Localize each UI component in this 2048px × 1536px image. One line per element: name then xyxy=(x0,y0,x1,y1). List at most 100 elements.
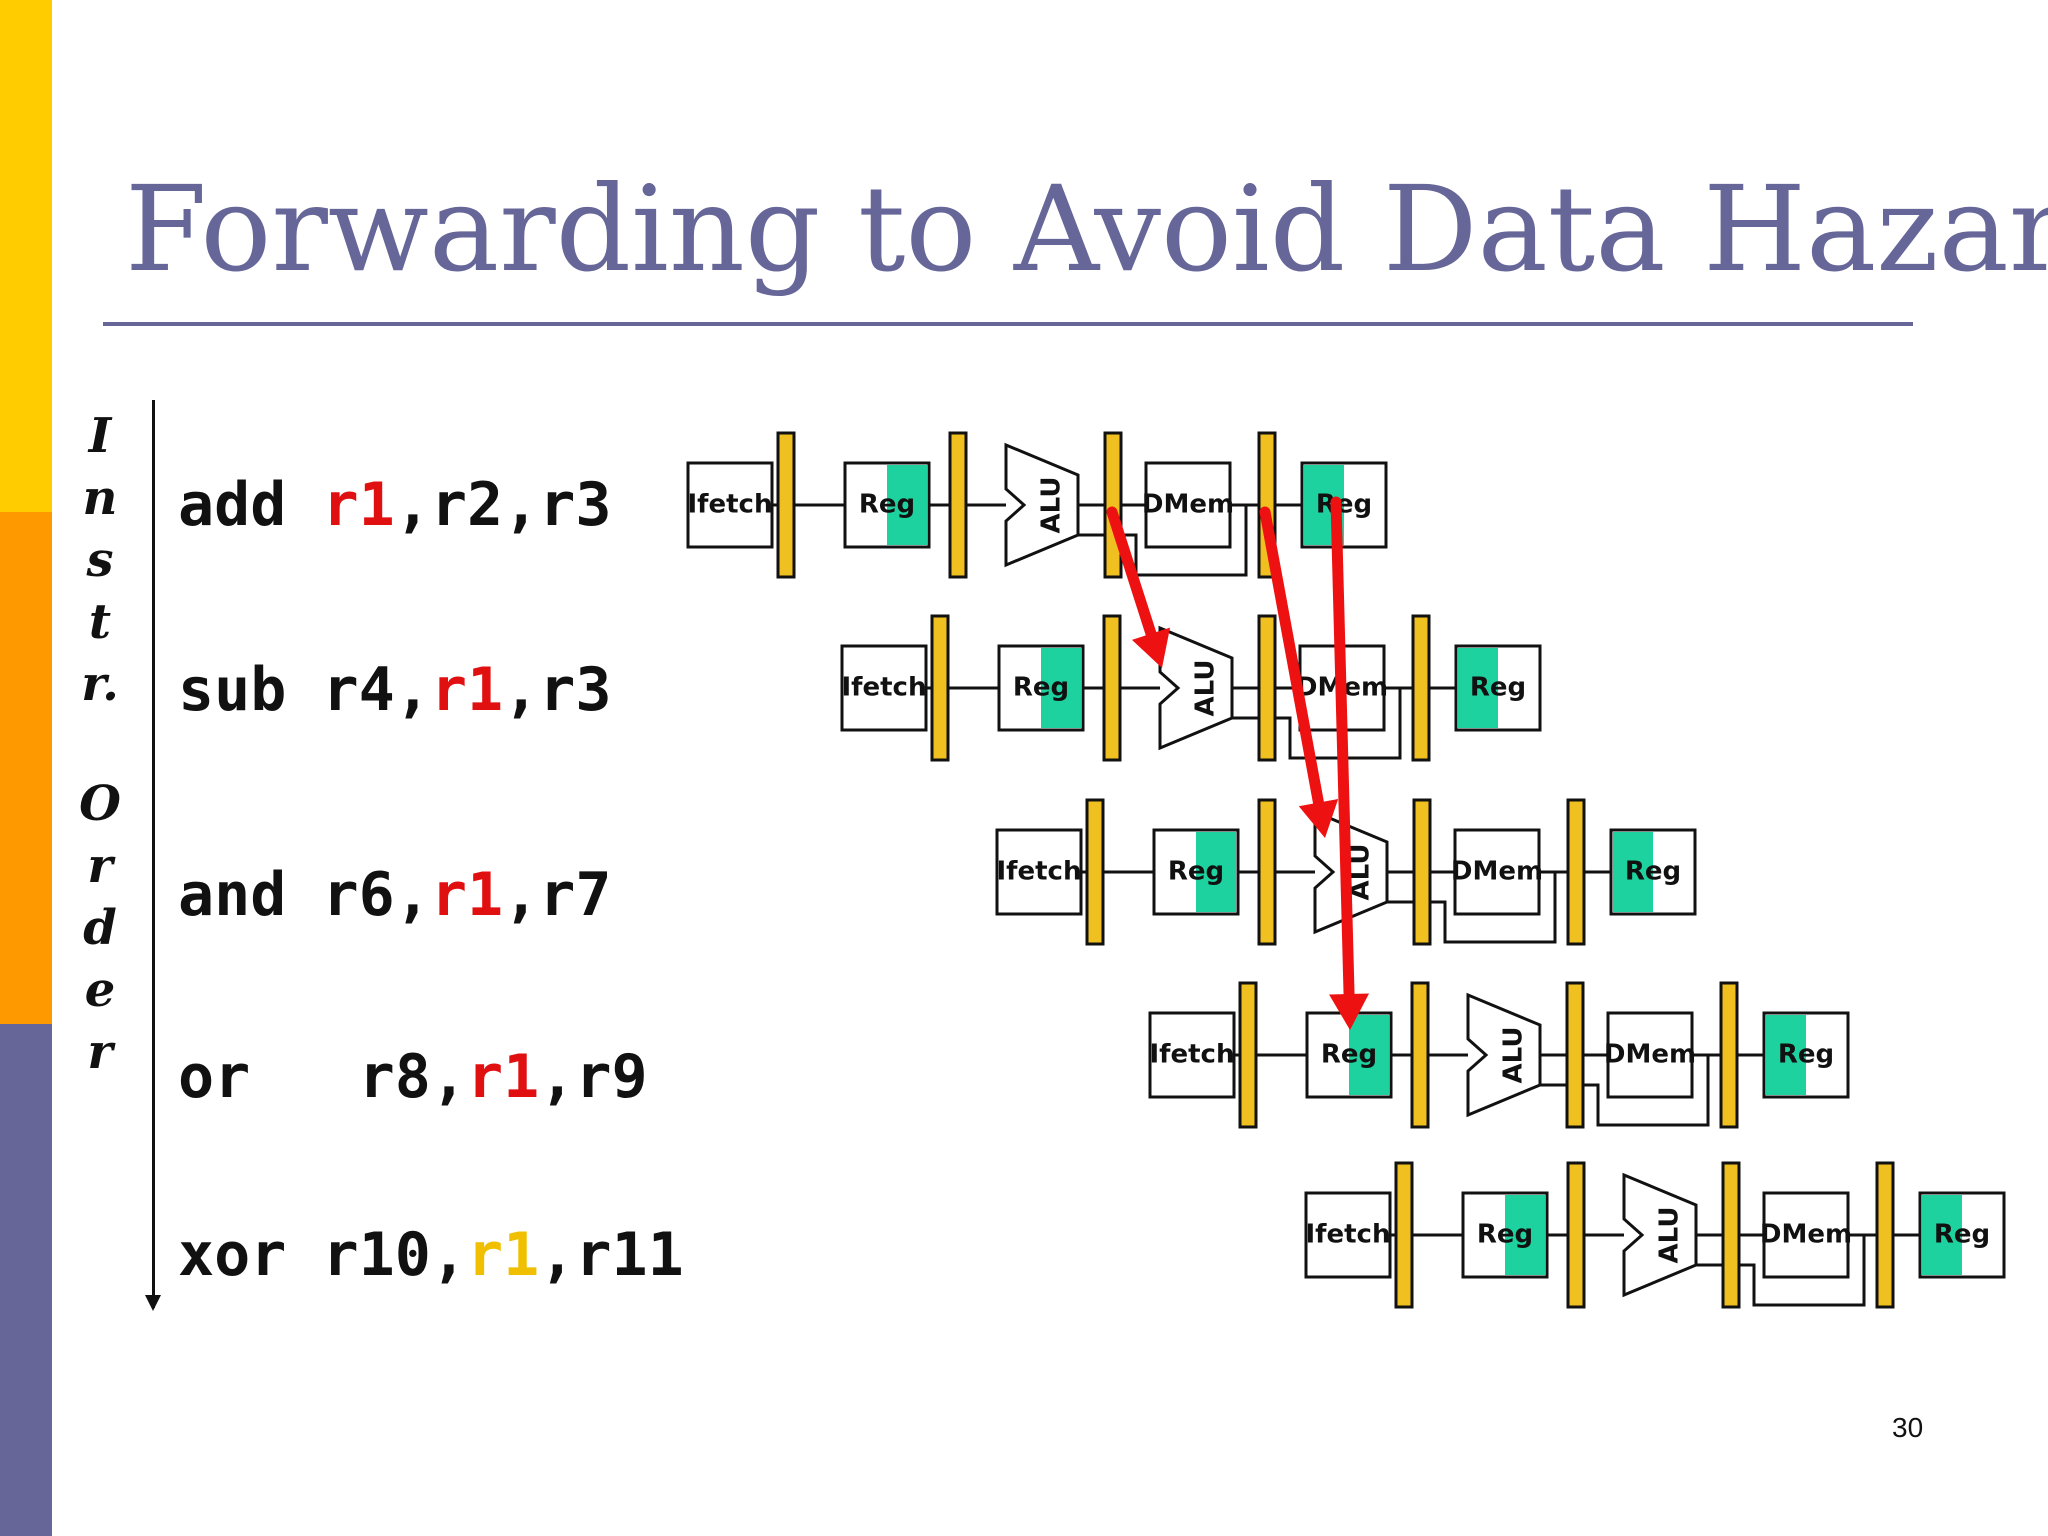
instr-hazard-register: r1 xyxy=(430,655,504,725)
instruction-line: and r6,r1,r7 xyxy=(178,860,612,930)
order-letter: r. xyxy=(81,656,119,712)
pipeline-latch xyxy=(1394,1161,1414,1309)
instruction-line: sub r4,r1,r3 xyxy=(178,655,612,725)
register-read-shade xyxy=(1196,832,1236,912)
forwarding-arrow xyxy=(1259,506,1324,809)
stage-label-reg-wb: Reg xyxy=(1625,857,1681,887)
register-write-shade xyxy=(1922,1195,1962,1275)
instr-operands: ,r11 xyxy=(539,1220,684,1290)
stage-label-reg-wb: Reg xyxy=(1778,1040,1834,1070)
stage-label-alu: ALU xyxy=(1655,1207,1685,1264)
stage-label-reg: Reg xyxy=(1477,1220,1533,1250)
instruction-line: add r1,r2,r3 xyxy=(178,470,612,540)
stage-label-dmem: DMem xyxy=(1604,1040,1696,1070)
instr-operands: ,r9 xyxy=(539,1042,648,1112)
instr-operands: r4, xyxy=(322,655,431,725)
order-letter: d xyxy=(83,900,117,956)
stage-label-reg-wb: Reg xyxy=(1316,490,1372,520)
side-bar-purple xyxy=(0,1024,52,1536)
pipeline-latch xyxy=(1257,614,1277,762)
order-letter: s xyxy=(86,532,114,588)
stage-label-reg-wb: Reg xyxy=(1470,673,1526,703)
title-underline xyxy=(103,322,1913,326)
register-read-shade xyxy=(1041,648,1081,728)
stage-label-ifetch: Ifetch xyxy=(1306,1220,1391,1250)
register-write-shade xyxy=(1766,1015,1806,1095)
order-letter: r xyxy=(87,838,113,894)
forwarding-arrowhead xyxy=(1329,993,1370,1030)
pipeline-latch xyxy=(1411,614,1431,762)
pipeline-latch xyxy=(1085,798,1105,946)
ifetch-box xyxy=(995,828,1083,916)
forwarding-arrow xyxy=(1330,496,1355,1000)
instr-opcode: xor xyxy=(178,1220,287,1290)
axis-arrowhead xyxy=(145,1295,161,1311)
stage-label-ifetch: Ifetch xyxy=(842,673,927,703)
instr-opcode: sub xyxy=(178,655,287,725)
stage-label-reg: Reg xyxy=(1321,1040,1377,1070)
slide-title: Forwarding to Avoid Data Hazard xyxy=(125,160,2048,298)
register-write-shade xyxy=(1613,832,1653,912)
register-read-shade xyxy=(1505,1195,1545,1275)
pipeline-latch xyxy=(1238,981,1258,1129)
register-read-shade xyxy=(887,465,927,545)
instr-opcode: or xyxy=(178,1042,251,1112)
ifetch-box xyxy=(840,644,928,732)
page-number: 30 xyxy=(1892,1412,1924,1443)
instruction-line: xor r10,r1,r11 xyxy=(178,1220,684,1290)
pipeline-latch xyxy=(1566,798,1586,946)
pipeline-latch xyxy=(1719,981,1739,1129)
instr-operands: ,r3 xyxy=(503,655,612,725)
stage-label-alu: ALU xyxy=(1037,477,1067,534)
instr-hazard-register: r1 xyxy=(467,1220,540,1290)
instr-opcode: and xyxy=(178,860,287,930)
ifetch-box xyxy=(686,461,774,549)
order-letter: r xyxy=(87,1024,113,1080)
pipeline-latch xyxy=(930,614,950,762)
alu-shape xyxy=(1004,442,1080,568)
forwarding-arrowhead xyxy=(1131,627,1171,668)
pipeline-latch xyxy=(1102,614,1122,762)
pipeline-latch xyxy=(1257,798,1277,946)
dmem-box xyxy=(1606,1011,1694,1099)
stage-label-reg-wb: Reg xyxy=(1934,1220,1990,1250)
order-letter: t xyxy=(88,594,112,650)
stage-label-alu: ALU xyxy=(1191,660,1221,717)
order-letter: O xyxy=(79,776,121,832)
instr-opcode: add xyxy=(178,470,287,540)
side-bar-yellow xyxy=(0,0,52,512)
instr-operands: r6, xyxy=(322,860,431,930)
instr-order-axis xyxy=(152,400,155,1308)
dmem-box xyxy=(1762,1191,1850,1279)
alu-shape xyxy=(1158,625,1234,751)
stage-label-dmem: DMem xyxy=(1142,490,1234,520)
stage-label-dmem: DMem xyxy=(1451,857,1543,887)
instr-order-label: I n s t r. O r d e r xyxy=(58,405,142,1083)
forwarding-arrowhead xyxy=(1298,798,1339,838)
stage-label-alu: ALU xyxy=(1499,1027,1529,1084)
order-letter: I xyxy=(88,408,112,464)
pipeline-latch xyxy=(1410,981,1430,1129)
pipeline-latch xyxy=(1875,1161,1895,1309)
stage-label-dmem: DMem xyxy=(1760,1220,1852,1250)
register-read-shade xyxy=(1349,1015,1389,1095)
instr-operands: r10, xyxy=(322,1220,468,1290)
instruction-line: or r8,r1,r9 xyxy=(178,1042,648,1112)
stage-label-ifetch: Ifetch xyxy=(688,490,773,520)
pipeline-latch xyxy=(1412,798,1432,946)
dmem-box xyxy=(1453,828,1541,916)
stage-label-reg: Reg xyxy=(1013,673,1069,703)
order-letter: e xyxy=(84,962,116,1018)
pipeline-latch xyxy=(1565,981,1585,1129)
dmem-box xyxy=(1144,461,1232,549)
ifetch-box xyxy=(1304,1191,1392,1279)
alu-shape xyxy=(1466,992,1542,1118)
instr-operands: ,r2,r3 xyxy=(394,470,612,540)
stage-label-reg: Reg xyxy=(859,490,915,520)
pipeline-latch xyxy=(948,431,968,579)
instr-hazard-register: r1 xyxy=(430,860,504,930)
alu-shape xyxy=(1622,1172,1698,1298)
pipeline-latch xyxy=(776,431,796,579)
stage-label-ifetch: Ifetch xyxy=(1150,1040,1235,1070)
